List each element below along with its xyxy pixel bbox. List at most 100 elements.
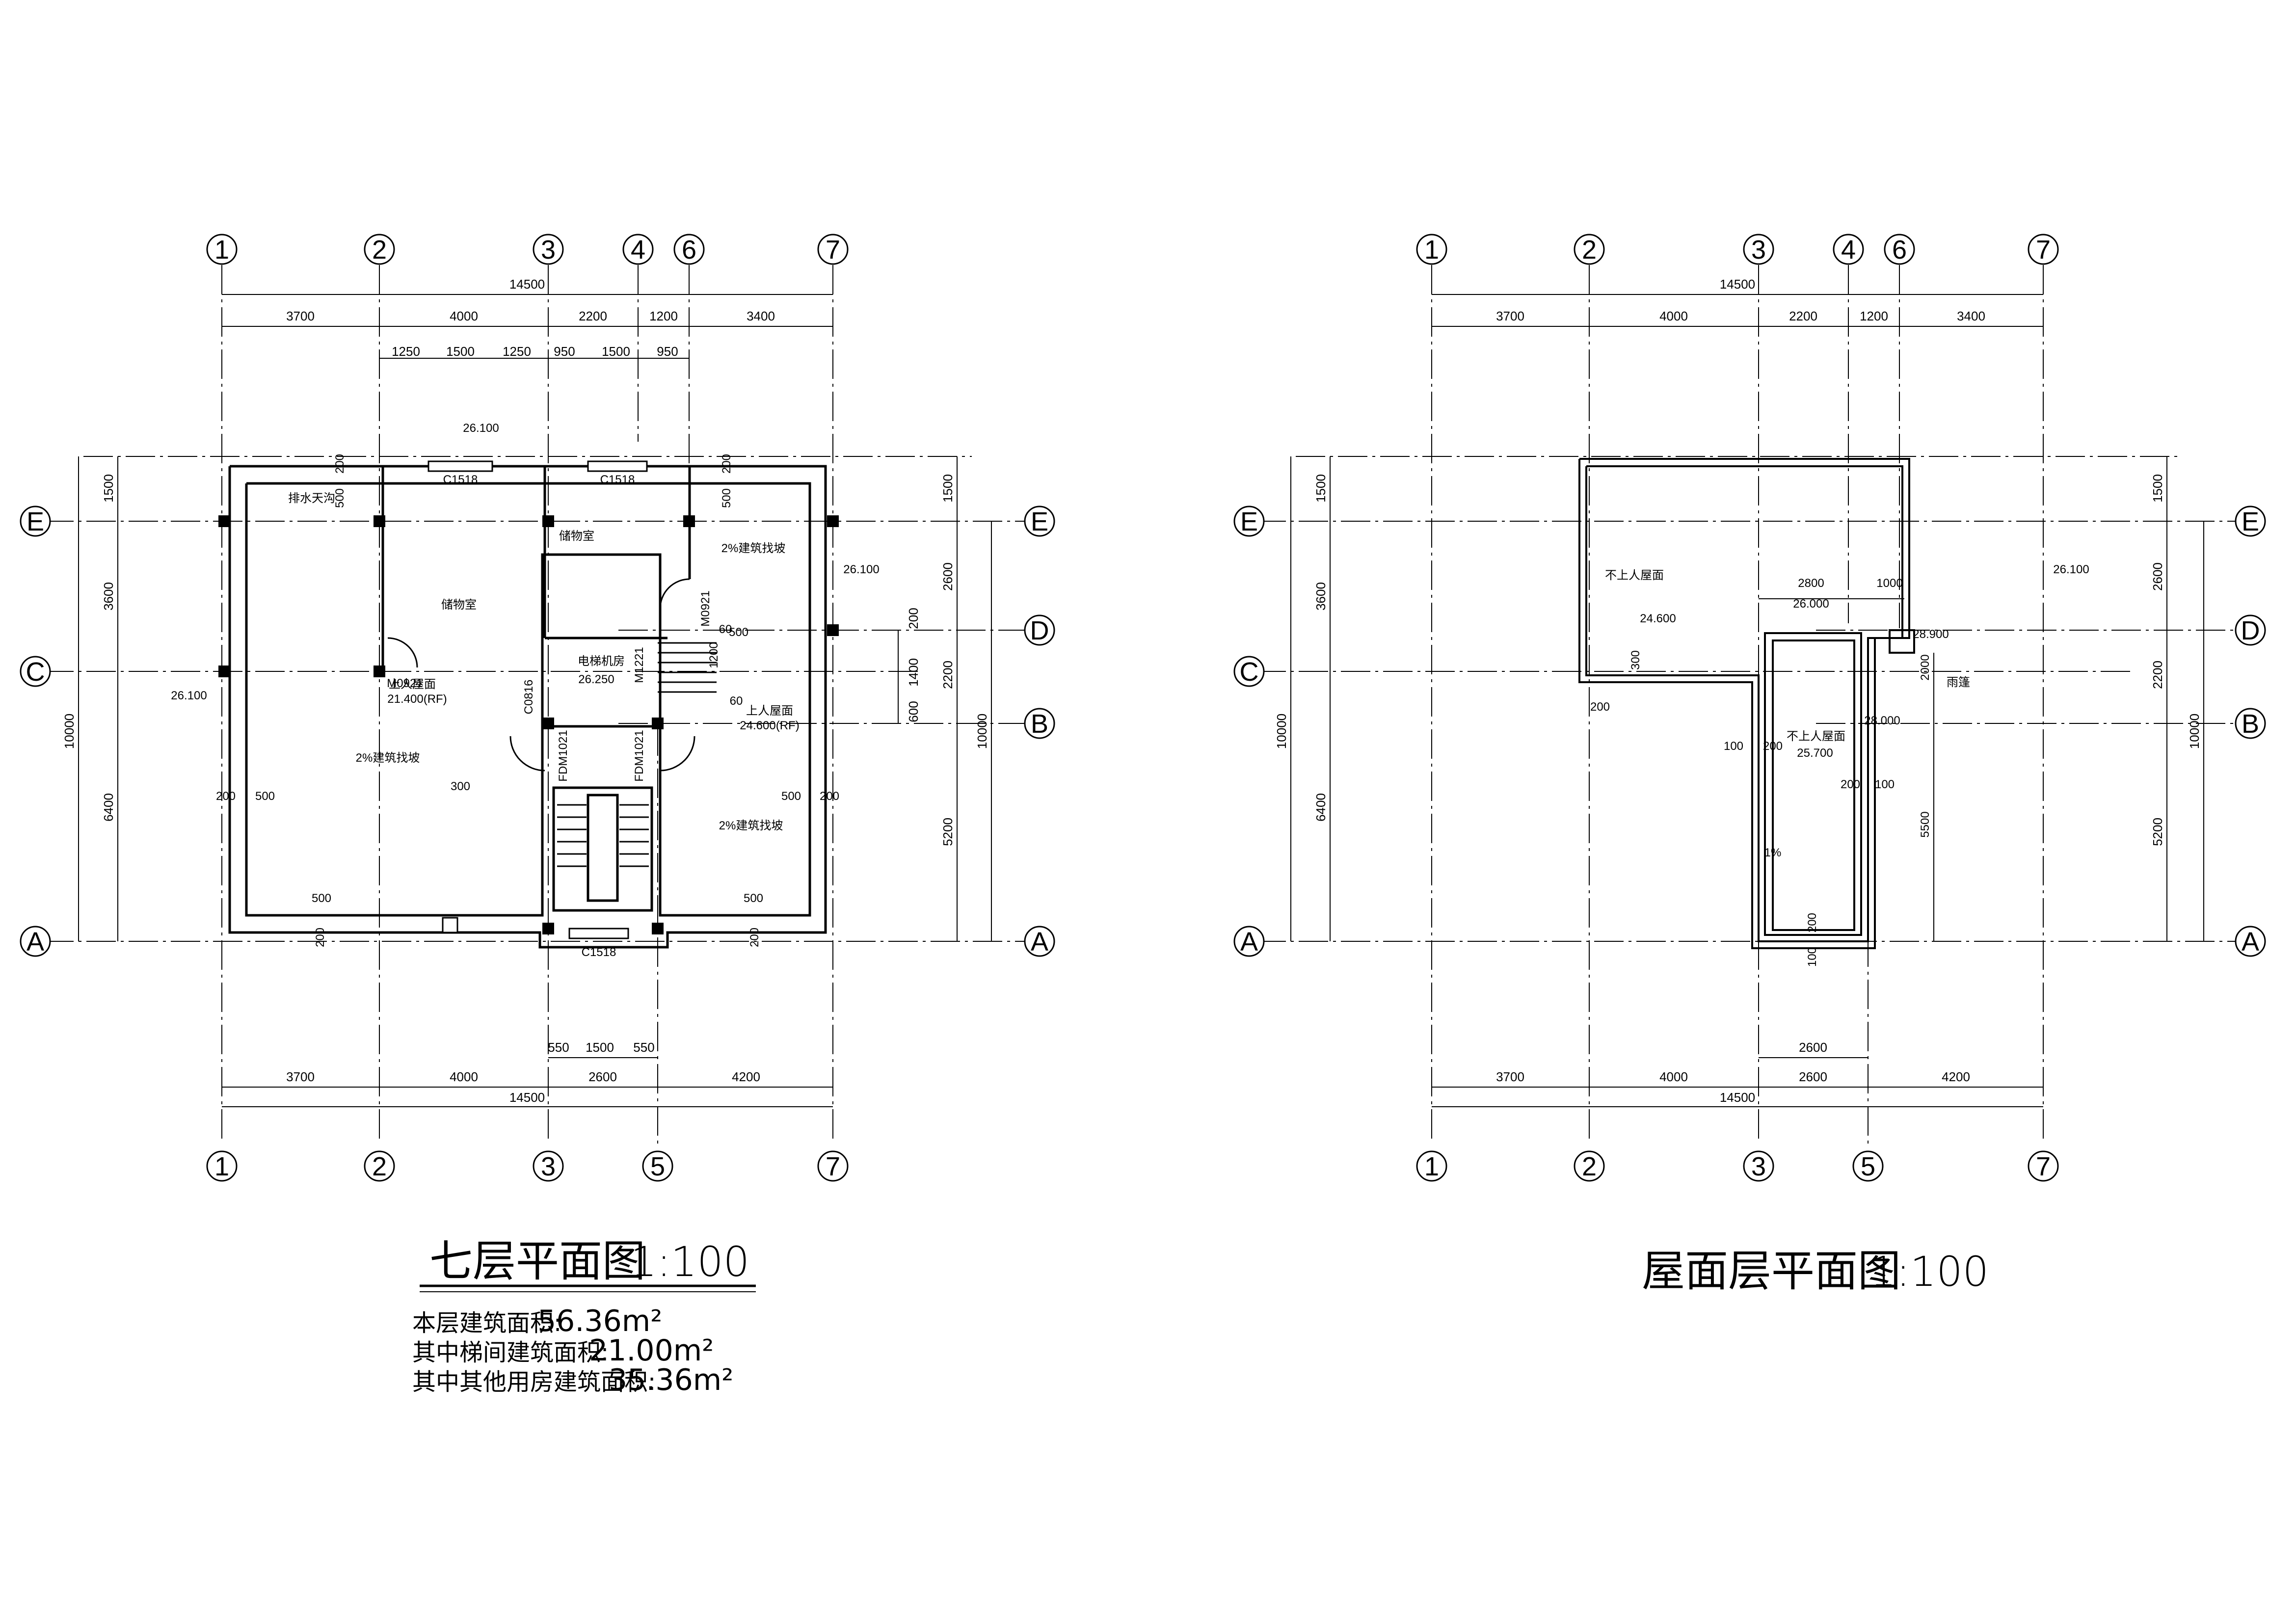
axis-label: 7 [2036,235,2051,265]
dimension-texts: 14500 3700 4000 2200 1200 3400 1250 1500… [62,277,989,1105]
dim-left: 10000 [1274,714,1289,749]
axis-bubble [1024,926,1055,957]
stairs [557,642,717,867]
window-tag: C1518 [582,946,616,959]
axis-label: C [1240,657,1259,687]
door-tag: M1221 [633,647,646,683]
plan-title: 屋面层平面图 [1642,1246,1901,1296]
dim-misc: 500 [744,892,763,905]
dim-misc: 100 [1724,740,1743,753]
roof-label: 不上人屋面 [1605,569,1664,582]
dimension-texts: 14500 3700 4000 2200 1200 3400 14500 370… [1274,277,2202,1105]
roof-label: 上人屋面 [389,678,436,691]
axis-label: C [26,657,45,687]
room-label: 排水天沟 [288,492,335,505]
dim-right: 1500 [940,474,955,503]
axis-label: A [27,927,44,957]
level-mark: 26.000 [1793,597,1829,611]
axis-label: A [2242,927,2259,957]
window-tag: C1518 [443,473,478,486]
dim-left: 3600 [1313,582,1328,611]
axis-label: 1 [1424,1152,1439,1181]
dim-top: 3400 [1957,309,1985,323]
dim-left: 10000 [62,714,77,749]
level-mark: 26.100 [843,563,879,576]
dimension-lines [1290,294,2204,1107]
dim-bottom: 3700 [286,1069,315,1084]
slope-note: 1% [1764,846,1782,859]
axis-label: D [1030,616,1049,645]
axis-grid-lines [44,265,1026,1144]
dim-misc: 2800 [1798,577,1824,590]
axis-bubble [206,1150,238,1182]
dim-misc: 1200 [707,642,721,668]
area-note-value: 21.00m² [589,1333,714,1368]
dim-right: 10000 [975,714,989,749]
axis-label: 3 [1751,235,1766,265]
axis-bubbles-left: E C A [20,506,51,957]
dim-misc: 200 [314,928,327,947]
axis-label: B [2242,709,2259,739]
level-mark: 26.100 [171,689,207,702]
axis-bubble [2028,234,2059,265]
dim-bottom: 2600 [588,1069,617,1084]
dim-bottom: 4000 [450,1069,478,1084]
axis-label: 7 [826,1152,840,1181]
slope-note: 2%建筑找坡 [356,751,420,765]
dim-misc: 500 [333,488,347,508]
axis-bubble [364,234,395,265]
axis-label: 7 [2036,1152,2051,1181]
axis-bubble [1233,926,1265,957]
dim-top: 1200 [1860,309,1888,323]
dim-window: 950 [554,344,575,359]
room-label: 电梯机房 [578,655,625,668]
axis-bubble [1852,1150,1884,1182]
dim-left: 6400 [101,793,116,822]
dim-left: 3600 [101,582,116,611]
level-mark: 26.100 [463,422,499,435]
dim-misc: 300 [451,780,470,793]
axis-label: A [1240,927,1258,957]
axis-bubble [2028,1150,2059,1182]
dim-misc: 60 [719,623,732,636]
dim-window: 1250 [392,344,420,359]
area-note-label: 其中其他用房建筑面积: [412,1368,656,1396]
axis-label: 3 [541,1152,556,1181]
plan-title-block: 七层平面图 1:100 本层建筑面积: 56.36m² 其中梯间建筑面积: 21… [412,1236,756,1397]
dim-right: 2200 [940,661,955,689]
axis-bubble [1884,234,1915,265]
dim-misc: 200 [333,454,347,474]
axis-bubbles-right: E D B A [1024,506,1055,957]
axis-bubble [2235,926,2266,957]
seventh-floor-plan: 1 2 3 4 6 7 1 2 3 5 7 E [20,234,1055,1397]
dim-window: 1500 [446,344,475,359]
roof-label: 不上人屋面 [1787,730,1845,743]
axis-bubble [622,234,654,265]
area-note-label: 其中梯间建筑面积: [412,1339,609,1366]
slope-note: 2%建筑找坡 [719,819,783,832]
dim-total-bottom: 14500 [509,1090,545,1105]
dim-misc: 200 [720,454,733,474]
dim-misc: 500 [781,790,801,803]
dim-misc: 100 [1806,947,1819,967]
axis-bubble [2235,506,2266,537]
dim-right: 2200 [2150,661,2165,689]
plan-title-block: 屋面层平面图 1:100 [1642,1246,1989,1296]
axis-bubbles-left: E C A [1233,506,1265,957]
door-tag: FDM1021 [557,730,570,781]
axis-bubble [1743,1150,1774,1182]
axis-label: 2 [1582,235,1597,265]
columns [218,515,839,934]
level-mark: 25.700 [1797,746,1833,760]
axis-label: E [1031,507,1048,536]
dim-top: 1200 [649,309,678,323]
axis-bubble [2235,614,2266,646]
dim-right-small: 1400 [906,658,921,687]
dim-total-top: 14500 [1720,277,1755,292]
axis-bubbles-bottom: 1 2 3 5 7 [206,1150,849,1182]
exterior-walls [228,465,827,949]
dim-misc: 200 [216,790,236,803]
axis-label: 2 [372,235,387,265]
area-note-value: 35.36m² [609,1363,733,1397]
